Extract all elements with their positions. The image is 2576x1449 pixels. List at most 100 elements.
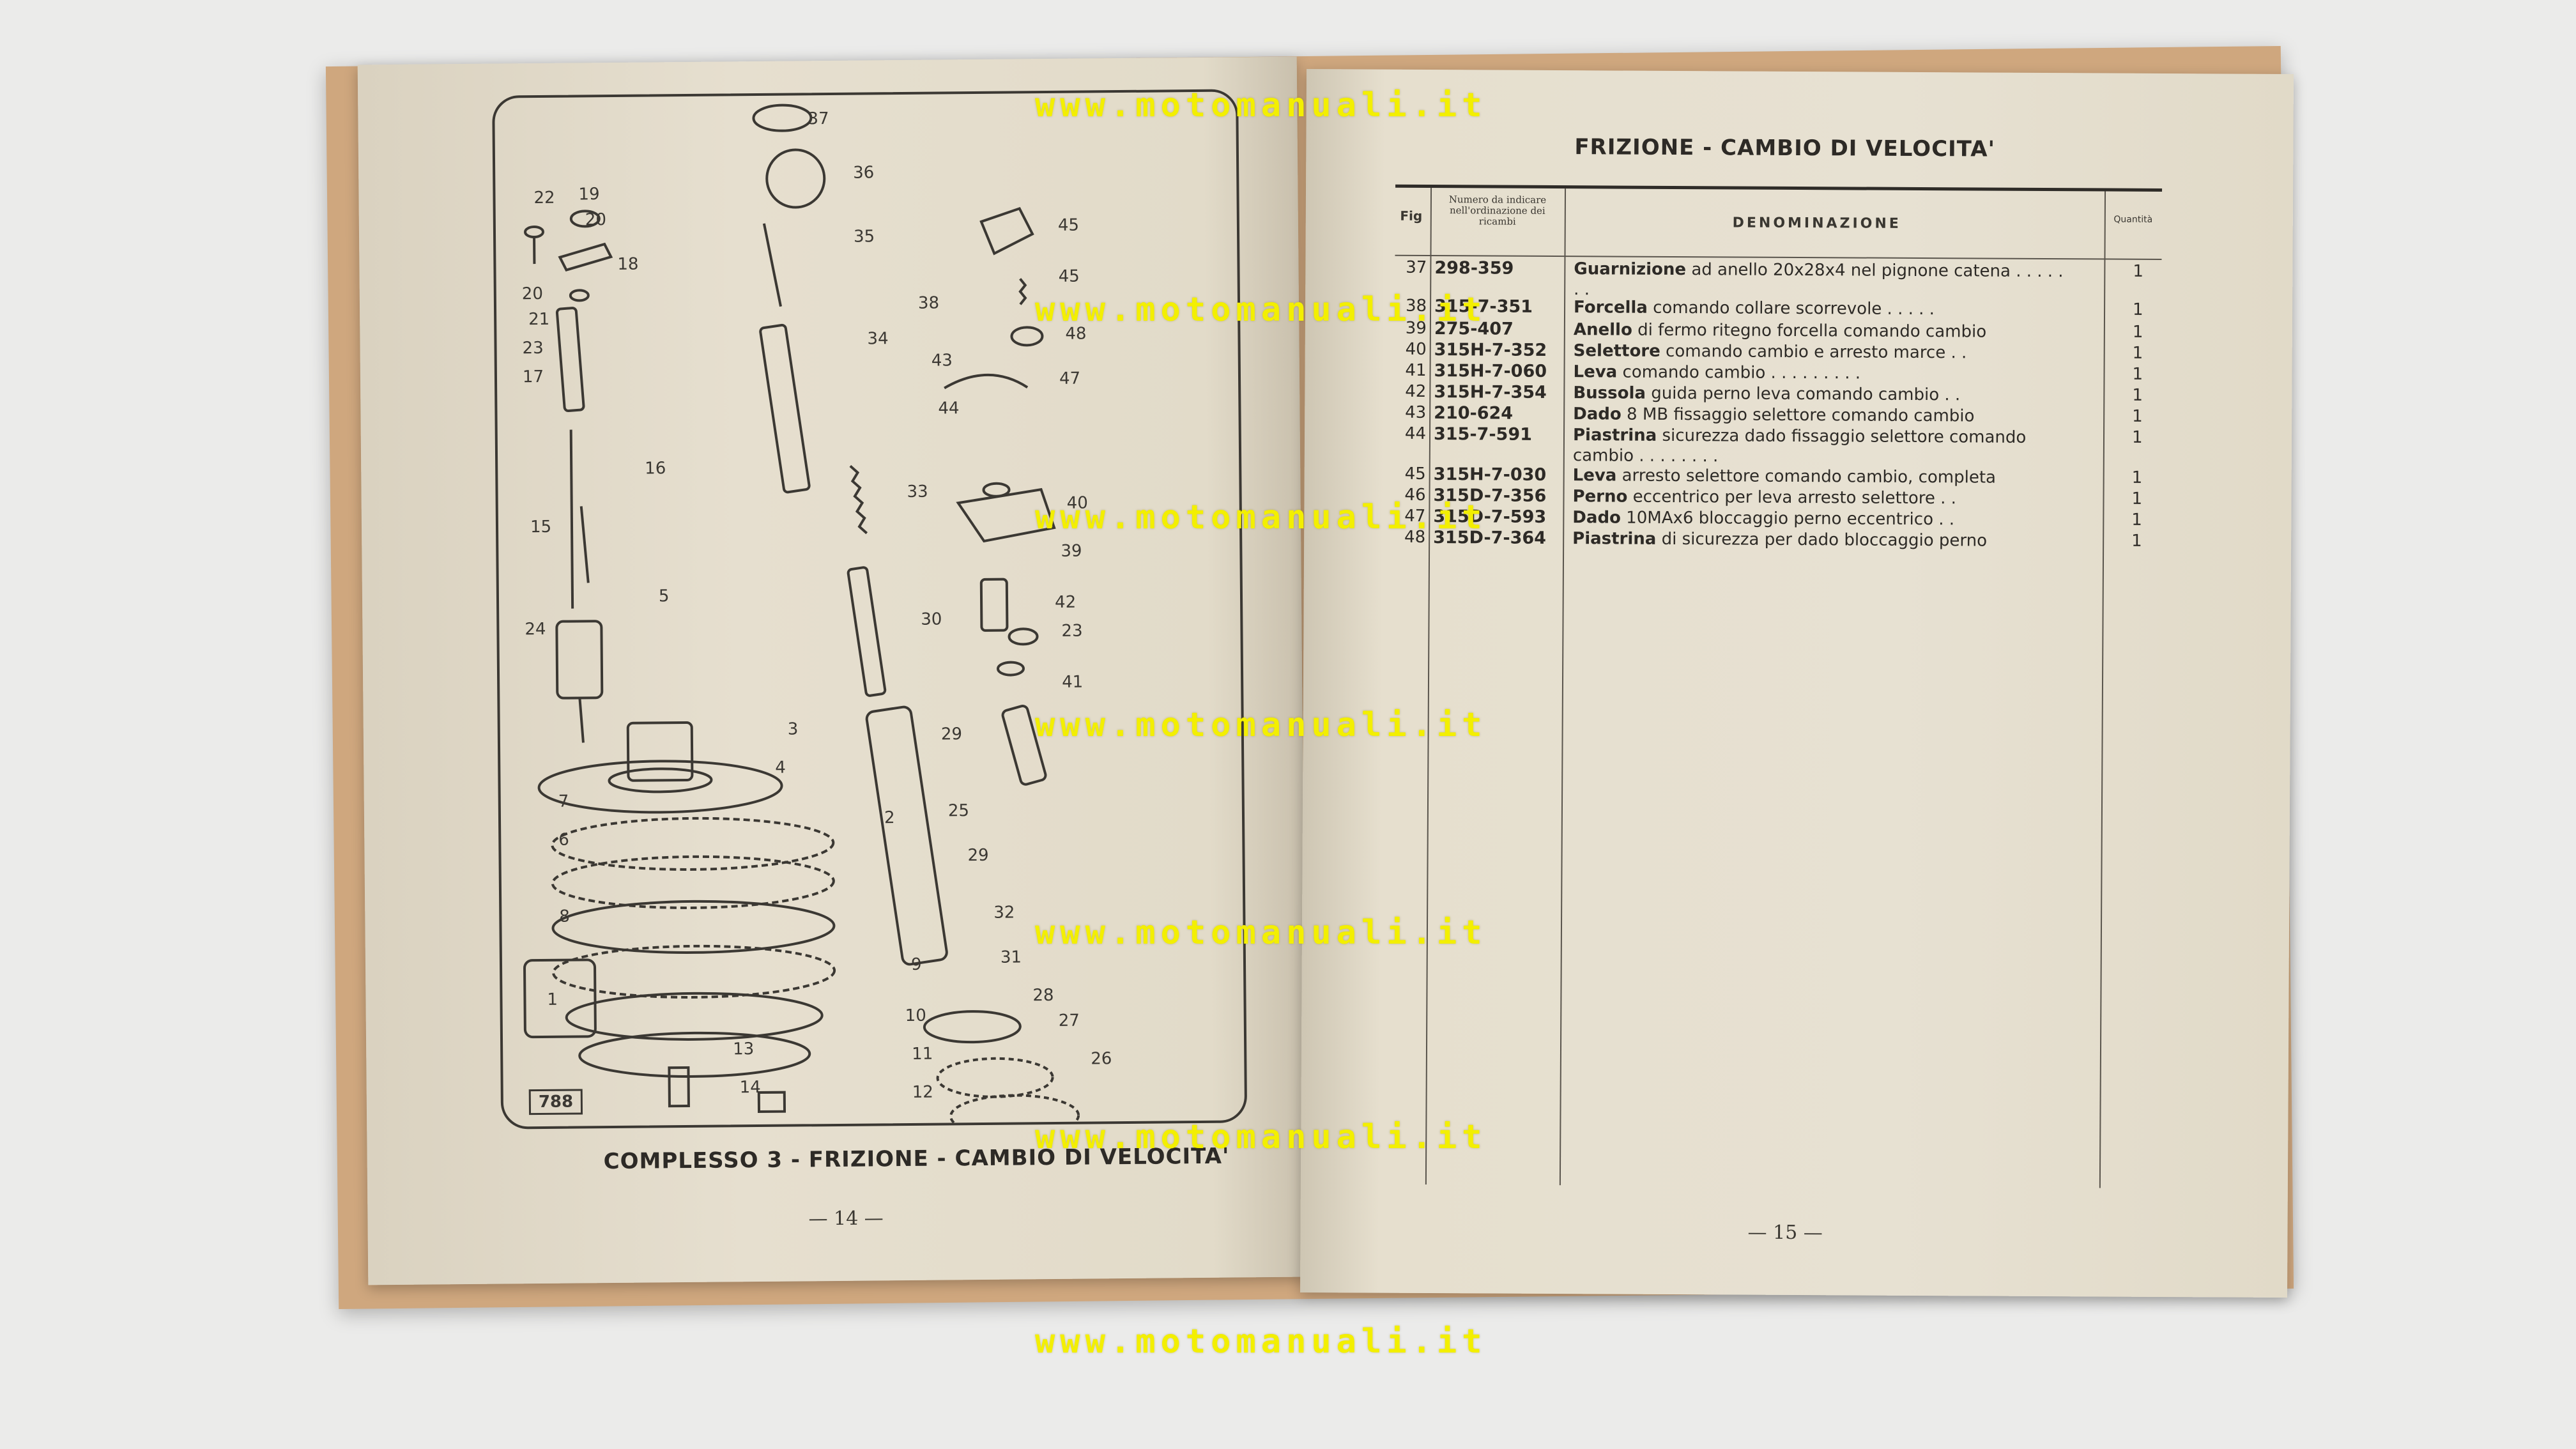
row-denomination: Selettore comando cambio e arresto marce… [1574,341,2072,364]
watermark: www.motomanuali.it [1035,706,1487,744]
svg-text:29: 29 [967,846,988,865]
svg-text:42: 42 [1055,593,1076,612]
svg-text:28: 28 [1032,986,1054,1005]
svg-text:23: 23 [1061,622,1082,641]
row-description: comando cambio e arresto marce . . [1660,341,1967,363]
row-part-number: 315H-7-354 [1434,382,1547,402]
row-part-name: Dado [1573,404,1621,424]
svg-text:10: 10 [905,1006,926,1025]
row-description: di sicurezza per dado bloccaggio perno [1656,529,1988,551]
page-title: FRIZIONE - CAMBIO DI VELOCITA' [1574,134,1996,162]
row-quantity: 1 [2132,364,2143,384]
row-part-number: 315H-7-060 [1434,361,1547,381]
row-denomination: Bussola guida perno leva comando cambio … [1573,383,2071,406]
row-quantity: 1 [2131,510,2142,530]
row-quantity: 1 [2132,343,2143,363]
page-number-right: — 15 — [1747,1221,1823,1245]
row-part-name: Selettore [1573,341,1660,361]
row-description: comando collare scorrevole . . . . . [1647,298,1935,319]
svg-text:36: 36 [853,163,874,182]
row-quantity: 1 [2131,531,2142,551]
row-fig: 43 [1405,402,1427,422]
watermark: www.motomanuali.it [1035,1322,1487,1361]
row-part-name: Guarnizione [1574,259,1687,280]
row-denomination: Anello di fermo ritegno forcella comando… [1574,319,2072,342]
svg-text:6: 6 [558,831,569,850]
svg-text:3: 3 [788,719,799,739]
svg-text:20: 20 [585,210,606,229]
header-fig: Fig [1400,208,1423,224]
svg-text:22: 22 [533,188,555,208]
svg-text:13: 13 [733,1039,754,1059]
row-quantity: 1 [2132,406,2143,426]
row-denomination: Perno eccentrico per leva arresto selett… [1572,486,2071,509]
row-part-name: Piastrina [1572,529,1657,549]
row-part-name: Forcella [1573,298,1648,318]
svg-text:11: 11 [912,1045,933,1064]
row-fig: 42 [1405,381,1427,401]
svg-text:41: 41 [1062,673,1083,692]
watermark: www.motomanuali.it [1035,291,1487,329]
svg-text:1: 1 [547,990,558,1009]
svg-text:27: 27 [1059,1011,1080,1031]
row-fig: 44 [1404,424,1427,443]
svg-text:40: 40 [1067,494,1088,513]
row-part-name: Leva [1573,362,1618,382]
svg-text:44: 44 [938,399,959,418]
svg-text:38: 38 [918,294,939,313]
row-quantity: 1 [2131,468,2143,487]
row-denomination: Dado 8 MB fissaggio selettore comando ca… [1573,404,2071,427]
svg-text:43: 43 [931,351,953,370]
row-part-number: 315H-7-352 [1434,340,1547,360]
row-part-name: Perno [1572,487,1628,507]
row-denomination: Dado 10MAx6 bloccaggio perno eccentrico … [1572,507,2071,530]
row-description: eccentrico per leva arresto selettore . … [1627,487,1957,509]
svg-text:25: 25 [948,801,969,820]
row-quantity: 1 [2131,427,2143,447]
watermark: www.motomanuali.it [1035,1118,1487,1156]
row-description: arresto selettore comando cambio, comple… [1616,466,1997,487]
row-denomination: Guarnizione ad anello 20x28x4 nel pignon… [1574,259,2072,302]
row-description: di fermo ritegno forcella comando cambio [1632,320,1987,342]
svg-text:34: 34 [867,329,888,348]
svg-text:16: 16 [645,459,666,478]
row-part-name: Bussola [1573,383,1646,403]
watermark: www.motomanuali.it [1035,86,1487,125]
svg-text:2: 2 [884,808,895,827]
row-fig: 41 [1405,360,1427,380]
row-description: comando cambio . . . . . . . . . [1617,362,1861,383]
svg-text:37: 37 [808,109,829,128]
svg-text:45: 45 [1058,267,1079,286]
row-denomination: Forcella comando collare scorrevole . . … [1574,297,2072,320]
row-denomination: Leva comando cambio . . . . . . . . . [1573,362,2071,385]
svg-text:35: 35 [854,227,875,246]
svg-text:48: 48 [1065,325,1086,344]
row-description: 8 MB fissaggio selettore comando cambio [1621,404,1975,426]
svg-text:9: 9 [911,955,922,974]
svg-text:23: 23 [522,339,543,358]
row-quantity: 1 [2132,300,2143,319]
row-part-number: 315H-7-030 [1433,464,1547,485]
svg-text:29: 29 [941,724,962,744]
svg-text:31: 31 [1000,947,1022,967]
header-denomination: DENOMINAZIONE [1732,215,1901,232]
row-part-name: Dado [1572,508,1621,528]
svg-text:20: 20 [522,284,543,303]
header-number: Numero da indicare nell'ordinazione dei … [1448,194,1547,227]
svg-text:24: 24 [525,620,546,639]
right-page: FRIZIONE - CAMBIO DI VELOCITA' Fig Numer… [1300,68,2294,1298]
svg-text:32: 32 [993,903,1015,923]
row-part-number: 315-7-591 [1433,424,1533,445]
svg-text:18: 18 [617,255,638,274]
parts-table: Fig Numero da indicare nell'ordinazione … [1390,184,2163,1188]
row-quantity: 1 [2133,261,2144,281]
watermark: www.motomanuali.it [1035,914,1487,952]
svg-text:14: 14 [740,1078,761,1097]
watermark: www.motomanuali.it [1035,498,1487,537]
svg-text:39: 39 [1061,542,1082,561]
row-quantity: 1 [2132,322,2143,342]
